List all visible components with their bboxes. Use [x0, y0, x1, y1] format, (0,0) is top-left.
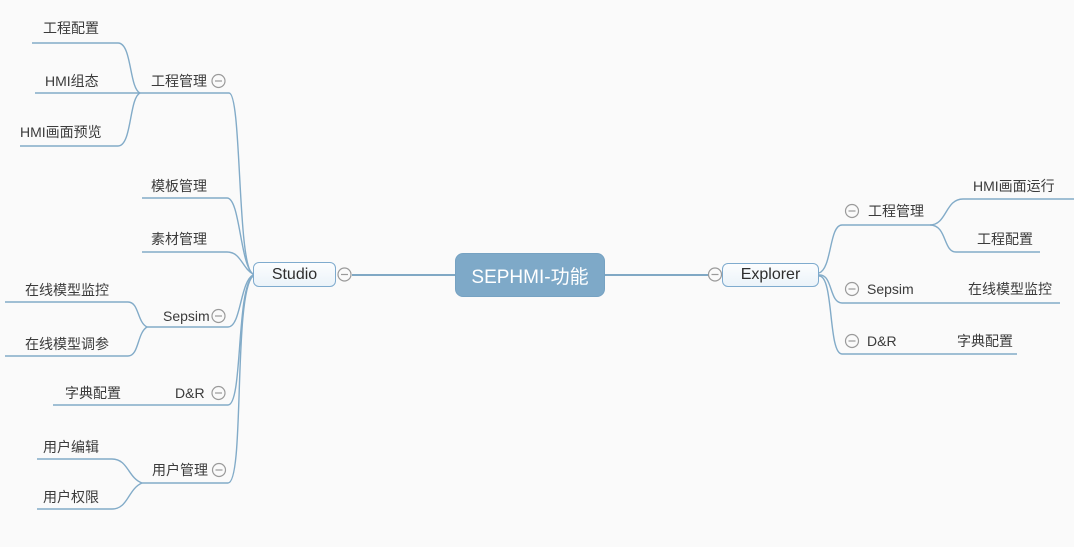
collapse-icon-r-sepsim[interactable]: [844, 281, 860, 297]
topic-r-online-monitor[interactable]: 在线模型监控: [968, 281, 1052, 297]
collapse-icon-sepsim[interactable]: [211, 308, 226, 324]
topic-r-project-config[interactable]: 工程配置: [977, 231, 1033, 247]
topic-r-project-mgmt[interactable]: 工程管理: [868, 203, 924, 219]
topic-r-dict-config[interactable]: 字典配置: [957, 333, 1013, 349]
topic-project-mgmt[interactable]: 工程管理: [151, 73, 207, 89]
topic-user-edit[interactable]: 用户编辑: [43, 439, 99, 455]
topic-r-dr[interactable]: D&R: [867, 333, 897, 349]
connector-r-dr: [818, 275, 1017, 355]
connector-r-sepsim: [818, 274, 1060, 304]
topic-r-hmi-run[interactable]: HMI画面运行: [973, 178, 1055, 194]
topic-sepsim[interactable]: Sepsim: [163, 308, 210, 324]
connector-user-edit: [37, 458, 143, 484]
connector-r-project-config: [929, 224, 1040, 253]
topic-user-mgmt[interactable]: 用户管理: [152, 462, 208, 478]
topic-dict-config[interactable]: 字典配置: [65, 385, 121, 401]
connector-r-project-mgmt: [818, 224, 930, 274]
collapse-icon-dr[interactable]: [211, 385, 226, 401]
root-node[interactable]: SEPHMI-功能: [455, 253, 605, 297]
topic-user-perm[interactable]: 用户权限: [43, 489, 99, 505]
connector-r-hmi-run: [929, 198, 1074, 226]
collapse-icon-r-dr[interactable]: [844, 333, 860, 349]
topic-online-monitor[interactable]: 在线模型监控: [25, 282, 109, 298]
connector-hmi-preview: [20, 92, 141, 147]
collapse-icon-r-project-mgmt[interactable]: [844, 203, 860, 219]
studio-node[interactable]: Studio: [253, 262, 336, 287]
topic-r-sepsim[interactable]: Sepsim: [867, 281, 914, 297]
collapse-icon-explorer[interactable]: [707, 267, 723, 282]
connector-user-mgmt: [142, 275, 254, 484]
connector-project-config: [32, 42, 141, 94]
topic-hmi-preview[interactable]: HMI画面预览: [20, 124, 102, 140]
collapse-icon-studio[interactable]: [337, 267, 352, 282]
connector-online-monitor: [5, 301, 148, 328]
connector-online-tune: [5, 326, 148, 357]
topic-dr[interactable]: D&R: [175, 385, 205, 401]
collapse-icon-user-mgmt[interactable]: [211, 462, 227, 478]
topic-template-mgmt[interactable]: 模板管理: [151, 178, 207, 194]
topic-online-tune[interactable]: 在线模型调参: [25, 336, 109, 352]
topic-material-mgmt[interactable]: 素材管理: [151, 231, 207, 247]
connector-user-perm: [37, 482, 143, 510]
topic-project-config[interactable]: 工程配置: [43, 20, 99, 36]
explorer-node[interactable]: Explorer: [722, 263, 819, 287]
connector-material-mgmt: [142, 251, 254, 275]
collapse-icon-project-mgmt[interactable]: [211, 73, 226, 89]
topic-hmi-config[interactable]: HMI组态: [45, 73, 99, 89]
connector-sepsim: [147, 274, 254, 328]
connector-template-mgmt: [142, 197, 254, 275]
